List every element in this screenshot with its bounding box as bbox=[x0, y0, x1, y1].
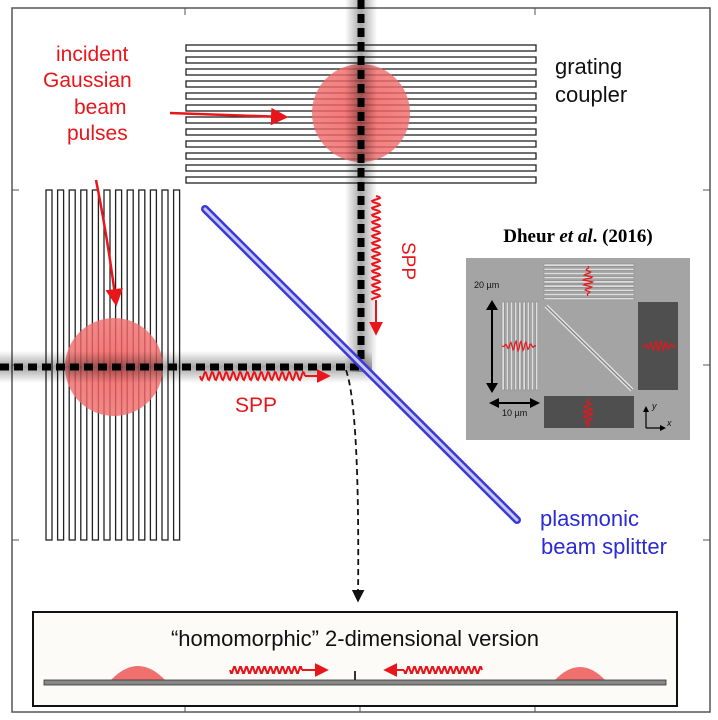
inset-horizontal-grating bbox=[543, 263, 635, 300]
label-plasmonic: plasmonic bbox=[540, 506, 640, 531]
homomorphic-panel: “homomorphic” 2-dimensional version bbox=[32, 611, 678, 707]
label-grating: grating bbox=[555, 54, 623, 79]
panel-beam-right bbox=[554, 667, 606, 681]
label-spp-horizontal: SPP bbox=[235, 394, 278, 417]
inset-grating-bar bbox=[543, 293, 635, 296]
label-spp-vertical: SPP bbox=[397, 242, 418, 281]
inset-detector-bottom bbox=[544, 396, 634, 428]
homomorphic-graphic bbox=[43, 663, 667, 686]
homomorphic-mapping-arrow bbox=[345, 369, 365, 603]
plasmonic-beam-splitter bbox=[201, 205, 521, 524]
inset-axis-y-label: y bbox=[652, 401, 657, 411]
label-beam-splitter: beam splitter bbox=[541, 534, 667, 559]
inset-wave-bottom bbox=[581, 397, 595, 429]
inset-wave-right bbox=[641, 339, 677, 353]
label-beam: beam bbox=[74, 96, 127, 119]
inset-wave-top bbox=[581, 265, 595, 297]
panel-beam-left bbox=[110, 666, 166, 681]
spp-wave-horizontal bbox=[199, 370, 306, 382]
inset-grating-bar bbox=[543, 263, 635, 267]
homomorphic-caption: “homomorphic” 2-dimensional version bbox=[170, 626, 540, 651]
inset-grating-bar bbox=[543, 297, 635, 300]
spp-wave-vertical bbox=[370, 195, 382, 301]
inset-title: Dheur et al. (2016) bbox=[503, 226, 653, 247]
panel-spp-wave-right bbox=[229, 666, 303, 674]
inset-wave-left bbox=[501, 339, 537, 353]
inset-axis-x-label: x bbox=[667, 418, 672, 428]
label-pulses: pulses bbox=[67, 122, 128, 145]
panel-substrate bbox=[43, 679, 667, 686]
label-gaussian: Gaussian bbox=[43, 69, 132, 92]
incident-arrow-left bbox=[94, 179, 123, 307]
label-coupler: coupler bbox=[555, 82, 628, 107]
inset-sem-image: 20 µm 10 µm y x bbox=[466, 258, 690, 440]
inset-scale-h-label: 10 µm bbox=[502, 408, 528, 418]
label-incident: incident bbox=[56, 43, 129, 66]
incident-arrow-top bbox=[169, 107, 289, 126]
inset-grating-bar bbox=[543, 267, 635, 271]
inset-scale-v-label: 20 µm bbox=[474, 280, 500, 290]
panel-spp-wave-left bbox=[403, 666, 483, 674]
